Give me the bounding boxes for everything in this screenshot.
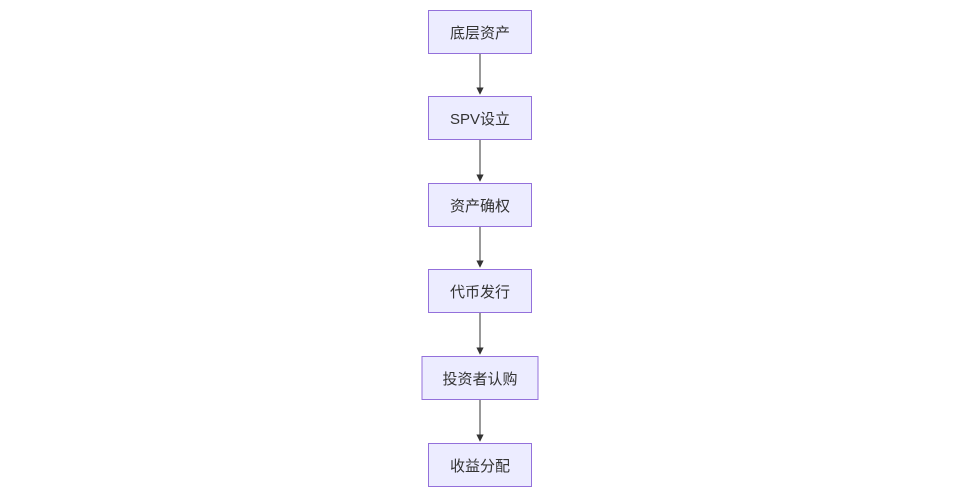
node-underlying-assets-label: 底层资产 <box>449 24 510 42</box>
node-underlying-assets: 底层资产 <box>428 10 532 54</box>
node-asset-confirmation-label: 资产确权 <box>449 197 510 215</box>
node-investor-subscription: 投资者认购 <box>421 356 539 400</box>
node-token-issuance: 代币发行 <box>428 269 532 313</box>
node-investor-subscription-label: 投资者认购 <box>442 370 518 388</box>
node-spv-setup-label: SPV设立 <box>449 110 510 128</box>
node-revenue-distribution-label: 收益分配 <box>449 457 510 475</box>
node-spv-setup: SPV设立 <box>428 96 532 140</box>
node-revenue-distribution: 收益分配 <box>428 443 532 487</box>
node-token-issuance-label: 代币发行 <box>449 283 510 301</box>
node-asset-confirmation: 资产确权 <box>428 183 532 227</box>
